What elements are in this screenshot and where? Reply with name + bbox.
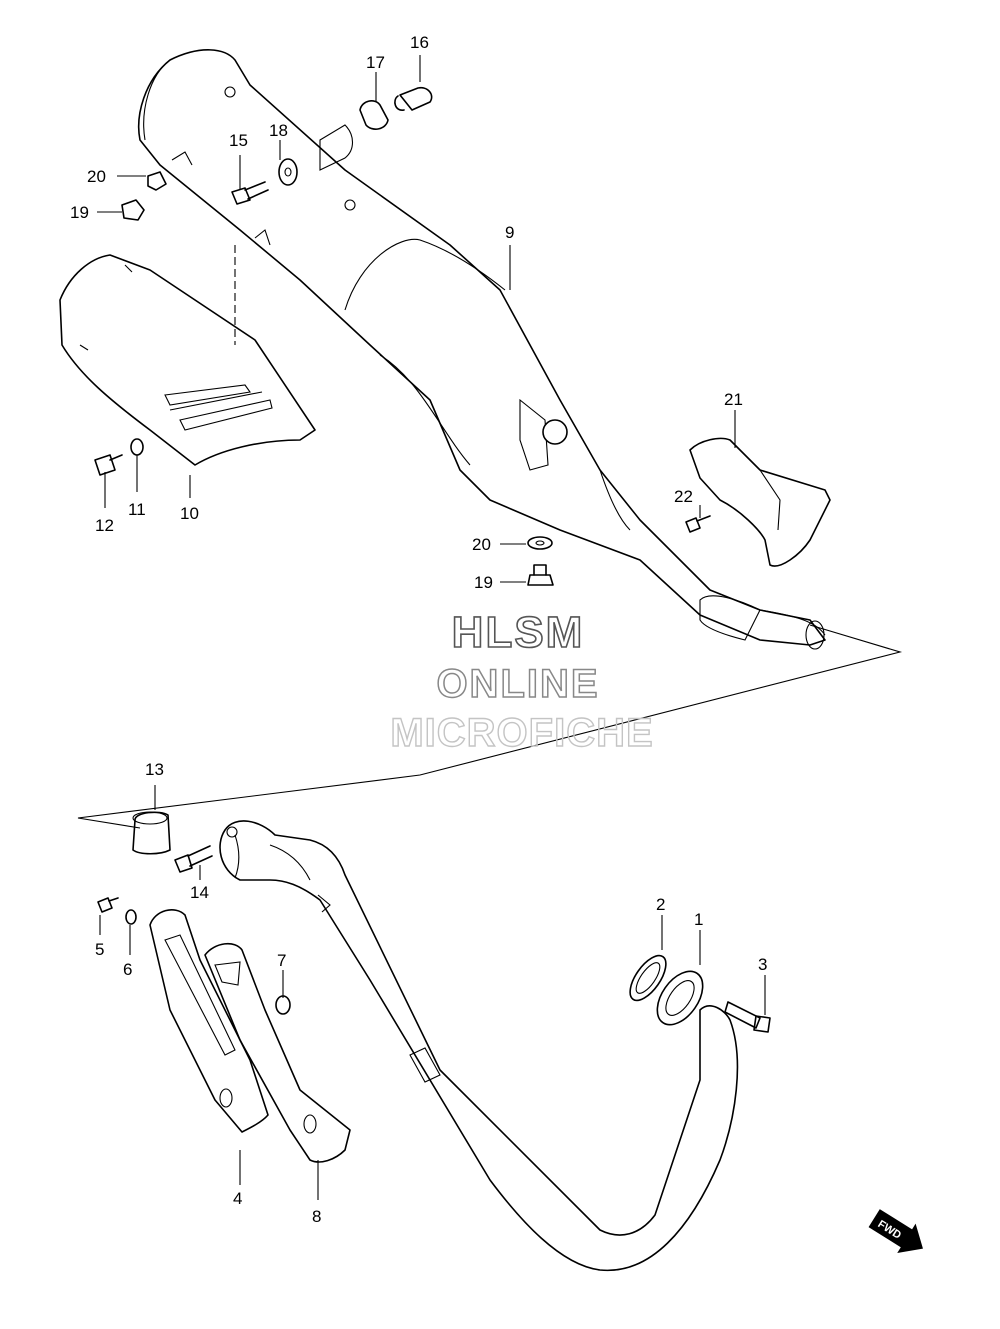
bolt-19-mid[interactable] — [527, 564, 554, 586]
bolt-12[interactable] — [94, 454, 123, 476]
washer-20-mid[interactable] — [527, 536, 553, 550]
bolt-14[interactable] — [174, 845, 213, 873]
washer-11[interactable] — [130, 438, 144, 456]
watermark-line-3: MICROFICHE — [390, 711, 653, 755]
callout-14: 14 — [190, 883, 209, 902]
callout-19-top: 19 — [70, 203, 89, 222]
bolt-3[interactable] — [724, 1001, 771, 1033]
watermark-line-1: HLSM — [452, 608, 585, 657]
screw-5[interactable] — [97, 897, 119, 913]
nut-20-top[interactable] — [147, 171, 167, 191]
callout-20-top: 20 — [87, 167, 106, 186]
muffler-part[interactable] — [138, 49, 826, 650]
callout-10: 10 — [180, 504, 199, 523]
flange-1[interactable] — [648, 963, 712, 1033]
callout-2: 2 — [656, 895, 665, 914]
callout-6: 6 — [123, 960, 132, 979]
callout-7: 7 — [277, 951, 286, 970]
callout-16: 16 — [410, 33, 429, 52]
callout-21: 21 — [724, 390, 743, 409]
bolt-15[interactable] — [231, 181, 269, 205]
callout-22: 22 — [674, 487, 693, 506]
callout-5: 5 — [95, 940, 104, 959]
callout-11: 11 — [128, 500, 146, 519]
fwd-arrow-icon: FWD — [868, 1209, 923, 1254]
callout-3: 3 — [758, 955, 767, 974]
screw-22[interactable] — [685, 515, 711, 533]
callout-15: 15 — [229, 131, 248, 150]
callout-12: 12 — [95, 516, 114, 535]
callout-17: 17 — [366, 53, 385, 72]
gasket-2[interactable] — [623, 950, 672, 1006]
protector-4[interactable] — [149, 909, 269, 1133]
bolt-16[interactable] — [394, 86, 433, 111]
callout-1: 1 — [694, 910, 703, 929]
callout-18: 18 — [269, 121, 288, 140]
grommet-17[interactable] — [359, 100, 389, 130]
protector-8[interactable] — [204, 942, 351, 1163]
clip-7[interactable] — [275, 995, 291, 1015]
callout-19-mid: 19 — [474, 573, 493, 592]
washer-6[interactable] — [125, 909, 137, 925]
callout-4: 4 — [233, 1189, 242, 1208]
callout-9: 9 — [505, 223, 514, 242]
nut-19-top[interactable] — [121, 199, 145, 221]
callout-8: 8 — [312, 1207, 321, 1226]
washer-18[interactable] — [278, 158, 298, 186]
callout-13: 13 — [145, 760, 164, 779]
exhaust-pipe-1[interactable] — [219, 820, 739, 1272]
gasket-13[interactable] — [132, 811, 171, 855]
heat-shield-10[interactable] — [59, 254, 316, 466]
watermark-line-2: ONLINE — [436, 662, 599, 706]
callout-20-mid: 20 — [472, 535, 491, 554]
heat-protector-21[interactable] — [689, 437, 831, 567]
